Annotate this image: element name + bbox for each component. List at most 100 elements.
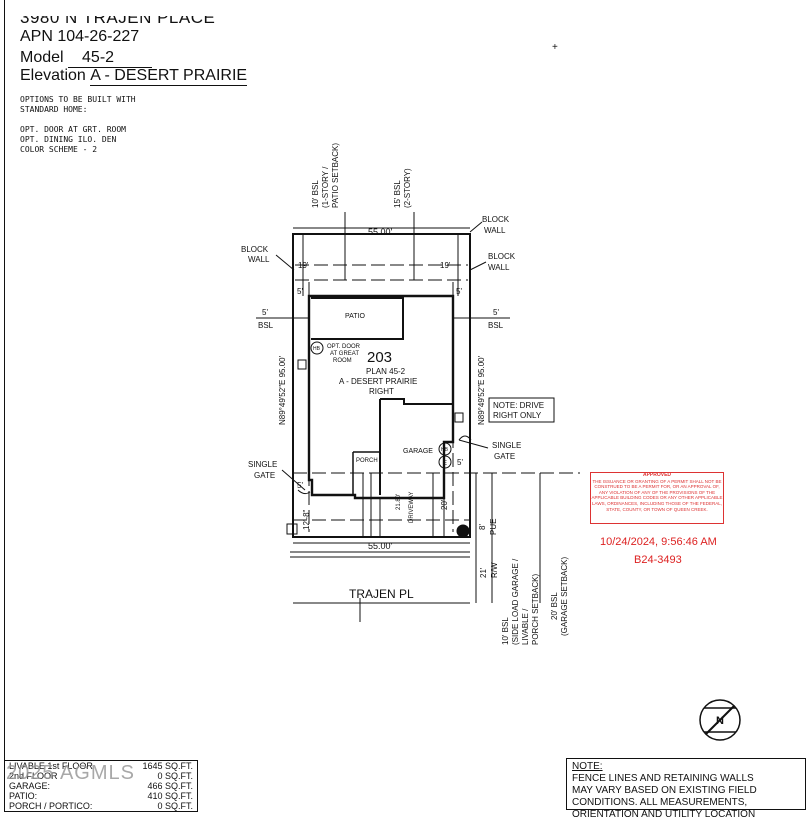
dim-8: 8' — [478, 524, 487, 530]
equipment-box — [297, 359, 307, 370]
garage-label: GARAGE — [403, 448, 433, 455]
rear-bsl-10: (1-STORY / — [321, 166, 330, 208]
patio-outline — [311, 297, 404, 340]
drive-note-box — [488, 397, 555, 423]
elevation-value: A - DESERT PRAIRIE — [90, 67, 248, 86]
dim-20: 20' — [440, 499, 449, 510]
bearing-right: N89°49'52"E 95.00' — [477, 355, 486, 425]
plan-name: PLAN 45-2 — [366, 367, 406, 376]
garage-bsl-20: (GARAGE SETBACK) — [560, 557, 569, 636]
plan-orientation: RIGHT — [369, 387, 394, 396]
note-line: CONDITIONS. ALL MEASUREMENTS, — [572, 797, 748, 808]
bsl-left: 5' — [262, 308, 268, 317]
bearing-left: N89°49'52"E 95.00' — [278, 355, 287, 425]
apn-line: APN 104-26-227 — [20, 28, 139, 46]
rear-bsl-15: (2-STORY) — [403, 168, 412, 208]
options-line: OPTIONS TO BE BUILT WITH — [20, 95, 136, 104]
bsl-right: BSL — [488, 321, 504, 330]
apn-value: 104-26-227 — [57, 28, 140, 45]
patio-label: PATIO — [345, 313, 366, 320]
page-border-left — [4, 0, 5, 760]
bsl-right: 5' — [493, 308, 499, 317]
single-gate-left: GATE — [254, 471, 275, 480]
rw-label: R/W — [490, 562, 499, 578]
driveway-label: DRIVEWAY — [409, 492, 415, 523]
table-row: 2nd FLOOR 0 SQ.FT. — [5, 771, 197, 781]
dim-5: 5' — [297, 481, 303, 490]
single-gate-right: SINGLE — [492, 441, 521, 450]
approval-timestamp: 10/24/2024, 9:56:46 AM — [600, 536, 717, 548]
single-gate-right: GATE — [494, 452, 515, 461]
north-label: N — [716, 715, 724, 727]
table-row: PATIO:410 SQ.FT. — [5, 791, 197, 801]
opt-door-line: ROOM — [333, 358, 352, 364]
note-line: FENCE LINES AND RETAINING WALLS — [572, 773, 754, 784]
gate-swing — [458, 435, 472, 441]
dim-21: 21' — [479, 567, 488, 578]
hb-label: HB — [441, 447, 449, 453]
bsl-left: BSL — [258, 321, 274, 330]
garage-bsl-20: 20' BSL — [550, 592, 559, 620]
approval-body: THE ISSUANCE OR GRANTING OF A PERMIT SHA… — [591, 478, 723, 512]
gate-swing — [297, 489, 311, 495]
side-bsl-10: 10' BSL — [501, 617, 510, 645]
side-bsl-10: (SIDE LOAD GARAGE / — [511, 558, 520, 645]
model-value: 45-2 — [68, 49, 153, 68]
block-wall-right: WALL — [488, 263, 510, 272]
options-line: OPT. DINING ILO. DEN — [20, 135, 117, 144]
rear-bsl-10: PATIO SETBACK) — [331, 143, 340, 208]
note-line: MAY VARY BASED ON EXISTING FIELD — [572, 785, 757, 796]
north-arrow-icon — [699, 699, 741, 741]
row-label: 2nd FLOOR — [9, 771, 58, 781]
options-list: OPTIONS TO BE BUILT WITH STANDARD HOME: … — [20, 95, 136, 155]
hose-bib-icon — [310, 341, 324, 355]
block-wall-right-top: BLOCK — [482, 215, 510, 224]
electric-meter-icon — [438, 455, 452, 469]
dim-5: 5' — [457, 458, 463, 467]
approval-stamp: APPROVED THE ISSUANCE OR GRANTING OF A P… — [590, 472, 724, 524]
house-footprint — [307, 294, 455, 500]
options-line: OPT. DOOR AT GRT. ROOM — [20, 125, 126, 134]
equipment-box — [454, 412, 464, 423]
block-wall-right-top: WALL — [484, 226, 506, 235]
row-value: 1645 SQ.FT. — [142, 761, 193, 771]
row-label: GARAGE: — [9, 781, 51, 791]
dim-5: 5' — [456, 287, 462, 296]
opt-door-line: AT GREAT — [330, 351, 359, 357]
note-line: NOTE: — [572, 761, 603, 772]
side-bsl-10: PORCH SETBACK) — [531, 574, 540, 645]
dim-5: 5' — [297, 287, 303, 296]
leader-line — [275, 254, 295, 271]
block-wall-left: BLOCK — [241, 245, 269, 254]
model-label: Model — [20, 49, 64, 66]
block-wall-right: BLOCK — [488, 252, 516, 261]
block-wall-left: WALL — [248, 255, 270, 264]
address-line: 3980 N TRAJEN PLACE — [20, 8, 216, 27]
permit-number: B24-3493 — [634, 554, 682, 566]
dim-12-8: 12'-8" — [302, 509, 311, 530]
options-line: STANDARD HOME: — [20, 105, 88, 114]
rear-bsl-10: 10' BSL — [311, 180, 320, 208]
dim-19-right: 19' — [440, 261, 451, 270]
apn-label: APN — [20, 28, 53, 45]
hb-label: HB — [313, 346, 321, 352]
row-label: PORCH / PORTICO: — [9, 801, 93, 811]
single-gate-left: SINGLE — [248, 460, 277, 469]
elevation-line: Elevation A - DESERT PRAIRIE — [20, 67, 248, 86]
dim-19-left: 19' — [298, 261, 309, 270]
garage-wall — [380, 398, 453, 405]
row-value: 0 SQ.FT. — [157, 771, 193, 781]
utility-pedestal-icon — [456, 524, 470, 538]
table-row: PORCH / PORTICO: 0 SQ.FT. — [5, 801, 197, 811]
dim-21-80: 21.80' — [396, 494, 402, 510]
row-value: 0 SQ.FT. — [157, 801, 193, 811]
corner-tick: + — [552, 42, 558, 53]
options-line: COLOR SCHEME - 2 — [20, 145, 98, 154]
row-value: 410 SQ.FT. — [147, 791, 193, 801]
e-label: E — [443, 461, 447, 467]
elevation-label: Elevation — [20, 67, 86, 84]
watermark: 2025 AGMLS — [6, 762, 135, 784]
approval-title: APPROVED — [642, 472, 672, 478]
